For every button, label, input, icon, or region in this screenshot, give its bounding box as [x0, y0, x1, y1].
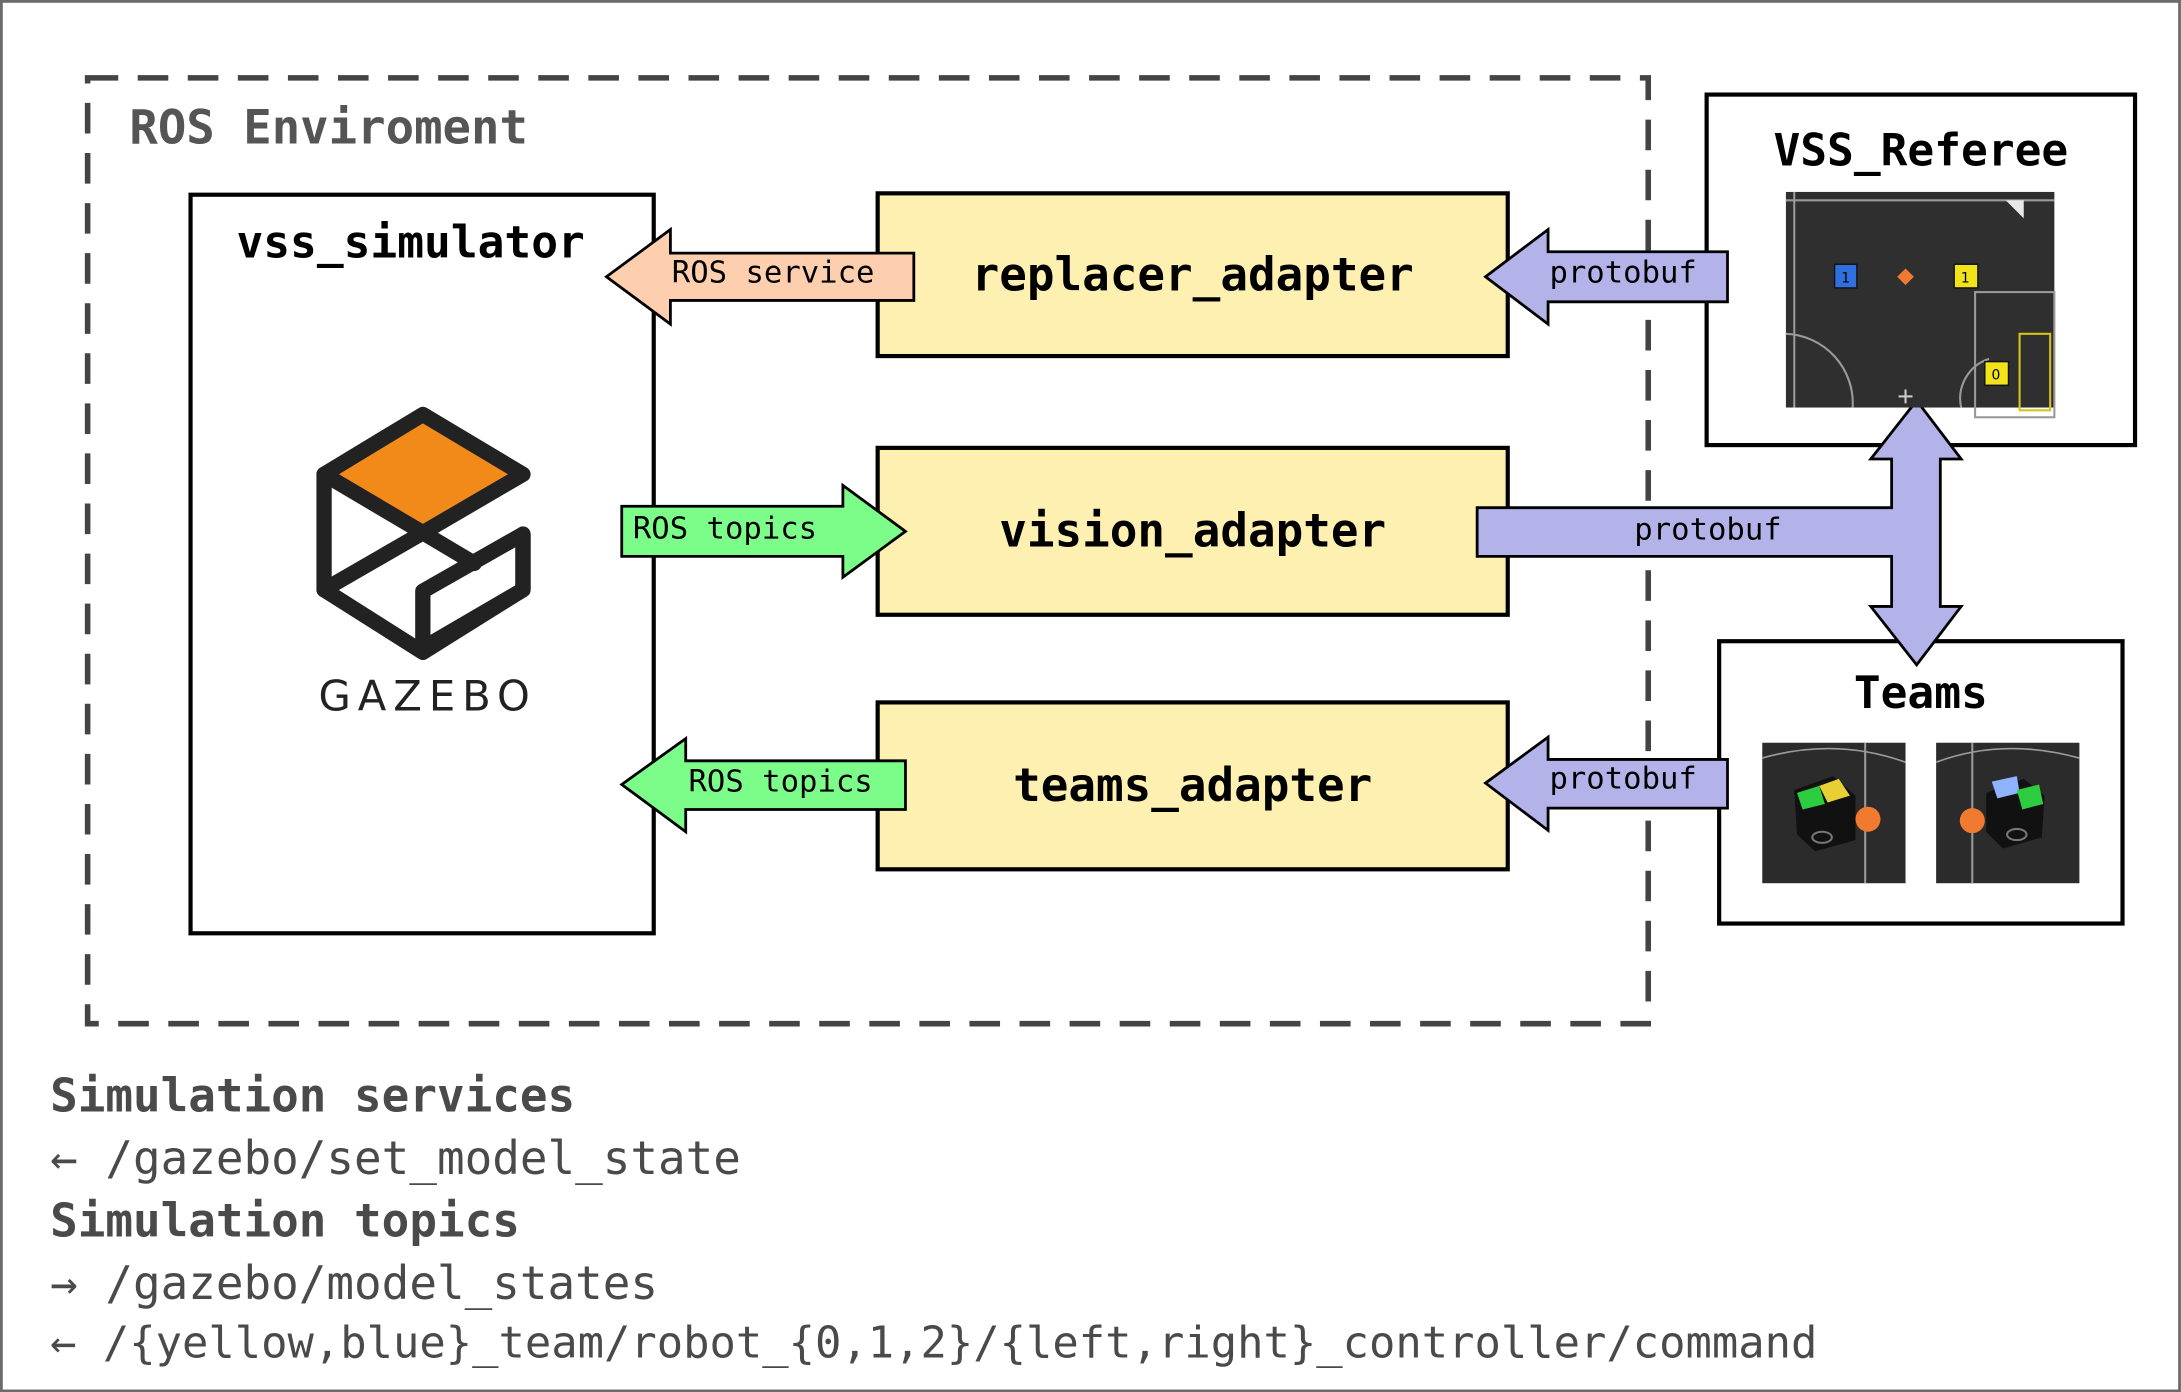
protobuf-teams-arrow: [1483, 734, 1729, 834]
gazebo-logo-icon: [316, 406, 531, 660]
ros-topics-out-label: ROS topics: [688, 764, 873, 800]
ros-topics-in-arrow: [620, 482, 908, 580]
ros-service-label: ROS service: [671, 255, 875, 291]
ros-topics-in-label: ROS topics: [632, 511, 818, 547]
protobuf-replacer-arrow: [1483, 226, 1729, 327]
referee-robot-blue: 1: [1833, 263, 1858, 289]
replacer-adapter-box: [875, 191, 1510, 359]
svg-text:1: 1: [1841, 270, 1850, 286]
ros-topics-out-arrow: [619, 735, 907, 835]
svg-text:0: 0: [1992, 368, 2001, 384]
teams-adapter-label: teams_adapter: [1013, 758, 1373, 813]
protobuf-vision-arrow: [1475, 398, 1964, 668]
referee-robot-yellow-0: 0: [1984, 360, 2010, 386]
simulation-services-line: ← /gazebo/set_model_state: [50, 1130, 741, 1186]
gazebo-logo-text: GAZEBO: [318, 673, 537, 722]
team-blue-image: [1935, 742, 2080, 884]
vss-simulator-box: [188, 192, 656, 936]
team-yellow-image: [1762, 742, 1906, 884]
ros-environment-title: ROS Enviroment: [129, 100, 528, 156]
simulation-topics-line-2: ← /{yellow,blue}_team/robot_{0,1,2}/{lef…: [50, 1318, 1818, 1369]
referee-field-image: [1785, 191, 2056, 419]
vss-referee-title: VSS_Referee: [1773, 123, 2069, 177]
simulation-services-title: Simulation services: [50, 1068, 576, 1123]
vision-adapter-label: vision_adapter: [999, 503, 1387, 558]
vss-simulator-title: vss_simulator: [236, 215, 585, 269]
ros-service-arrow: [604, 226, 916, 327]
protobuf-vision-label: protobuf: [1634, 513, 1782, 549]
simulation-topics-line-1: → /gazebo/model_states: [50, 1255, 659, 1311]
protobuf-teams-label: protobuf: [1549, 762, 1697, 797]
teams-title: Teams: [1853, 666, 1988, 720]
replacer-adapter-label: replacer_adapter: [971, 247, 1414, 302]
svg-text:1: 1: [1961, 270, 1970, 286]
protobuf-replacer-label: protobuf: [1549, 255, 1697, 291]
referee-robot-yellow-1: 1: [1953, 263, 1979, 289]
simulation-topics-title: Simulation topics: [50, 1193, 520, 1248]
